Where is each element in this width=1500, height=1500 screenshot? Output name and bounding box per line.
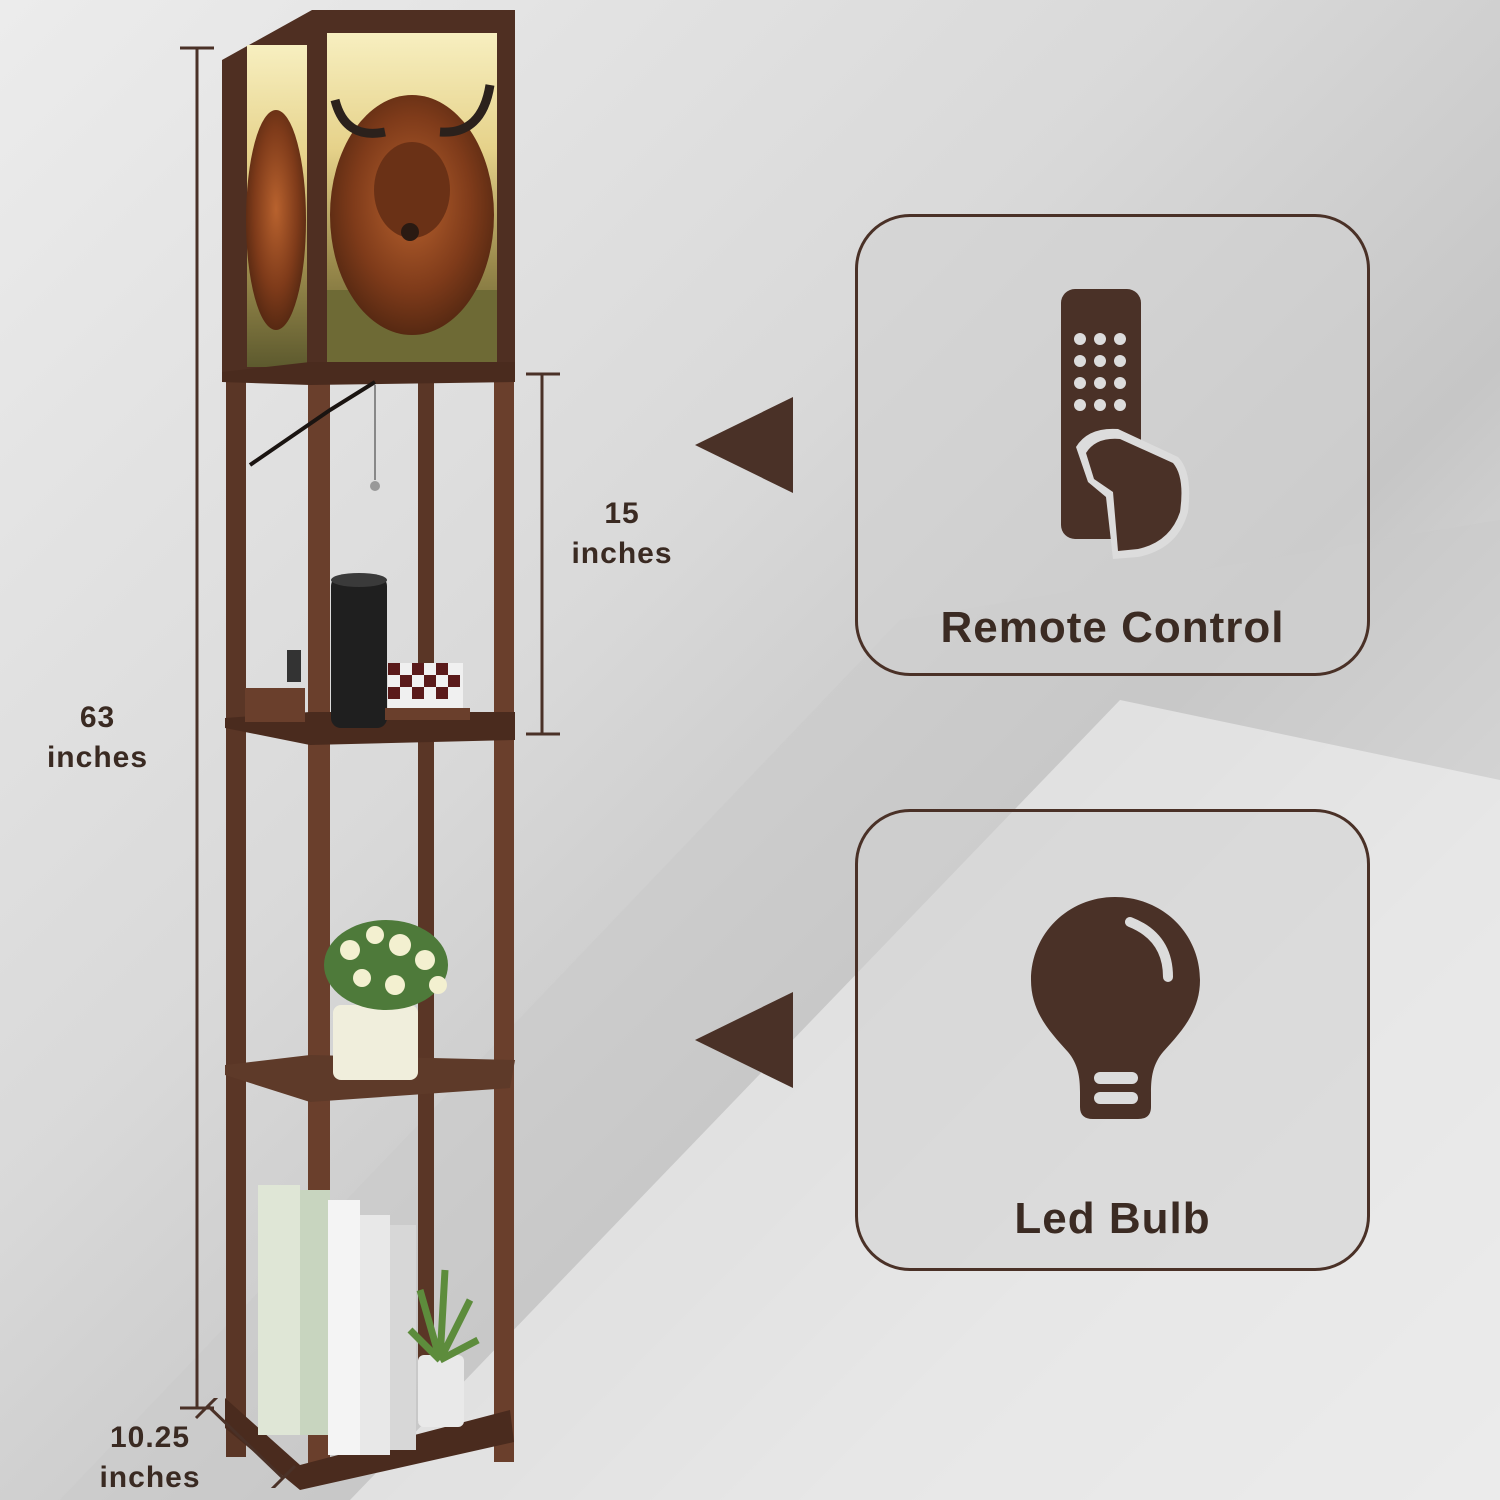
base-dimension-line <box>194 1398 297 1488</box>
shelf-gap-unit: inches <box>571 537 673 570</box>
pointer-arrow-remote <box>695 397 793 493</box>
base-unit: inches <box>99 1461 201 1494</box>
height-dimension-line <box>180 46 214 1410</box>
remote-control-card: Remote Control <box>855 214 1370 676</box>
shelf-gap-dimension-line <box>526 372 560 736</box>
base-value: 10.25 <box>109 1421 191 1454</box>
height-unit: inches <box>46 741 149 774</box>
led-bulb-label: Led Bulb <box>1014 1194 1211 1243</box>
height-value: 63 <box>79 701 116 734</box>
base-dimension-label: 10.25 inches <box>80 1418 220 1498</box>
led-bulb-card: Led Bulb <box>855 809 1370 1271</box>
shelf-gap-value: 15 <box>604 497 640 530</box>
height-dimension-label: 63 inches <box>30 698 165 778</box>
remote-control-label: Remote Control <box>940 603 1285 652</box>
remote-control-icon <box>1061 289 1190 559</box>
pointer-arrow-bulb <box>695 992 793 1088</box>
shelf-gap-dimension-label: 15 inches <box>552 494 692 574</box>
light-bulb-icon <box>1031 897 1200 1119</box>
